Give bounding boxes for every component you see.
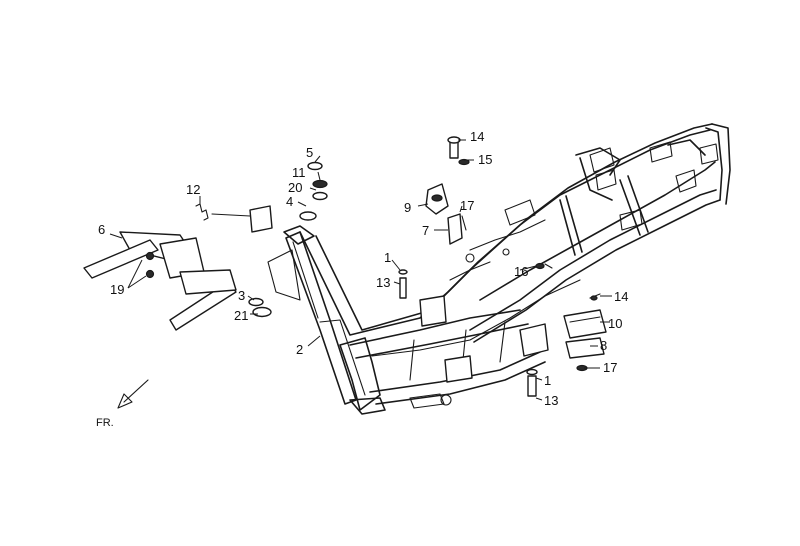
callout-16: 16 — [514, 264, 528, 279]
callout-14-lower: 14 — [614, 289, 628, 304]
callout-20: 20 — [288, 180, 302, 195]
callout-12: 12 — [186, 182, 200, 197]
callout-2: 2 — [296, 342, 303, 357]
callout-17-lower: 17 — [603, 360, 617, 375]
callout-13: 13 — [376, 275, 390, 290]
callout-6: 6 — [98, 222, 105, 237]
part-12-bracket — [211, 205, 273, 233]
front-arrow-icon — [117, 379, 149, 409]
callout-1-lower: 1 — [544, 373, 551, 388]
callout-19: 19 — [110, 282, 124, 297]
callout-8: 8 — [600, 338, 607, 353]
callout-7: 7 — [422, 223, 429, 238]
callout-labels: 14 15 5 11 20 4 12 9 17 7 6 1 13 16 19 3… — [98, 129, 628, 408]
callout-9: 9 — [404, 200, 411, 215]
callout-5: 5 — [306, 145, 313, 160]
callout-3: 3 — [238, 288, 245, 303]
part-6-bracket-assembly — [83, 231, 237, 331]
front-direction-indicator: FR. — [96, 379, 149, 429]
callout-17: 17 — [460, 198, 474, 213]
leader-lines — [109, 139, 612, 401]
callout-14: 14 — [470, 129, 484, 144]
callout-4: 4 — [286, 194, 293, 209]
callout-10: 10 — [608, 316, 622, 331]
callout-15: 15 — [478, 152, 492, 167]
callout-13-lower: 13 — [544, 393, 558, 408]
main-frame — [267, 123, 731, 415]
upper-small-parts — [425, 136, 470, 245]
callout-1: 1 — [384, 250, 391, 265]
front-label: FR. — [96, 417, 114, 429]
lower-right-parts — [398, 262, 607, 397]
callout-21: 21 — [234, 308, 248, 323]
part-12-spring — [195, 203, 209, 221]
callout-11: 11 — [292, 165, 306, 180]
